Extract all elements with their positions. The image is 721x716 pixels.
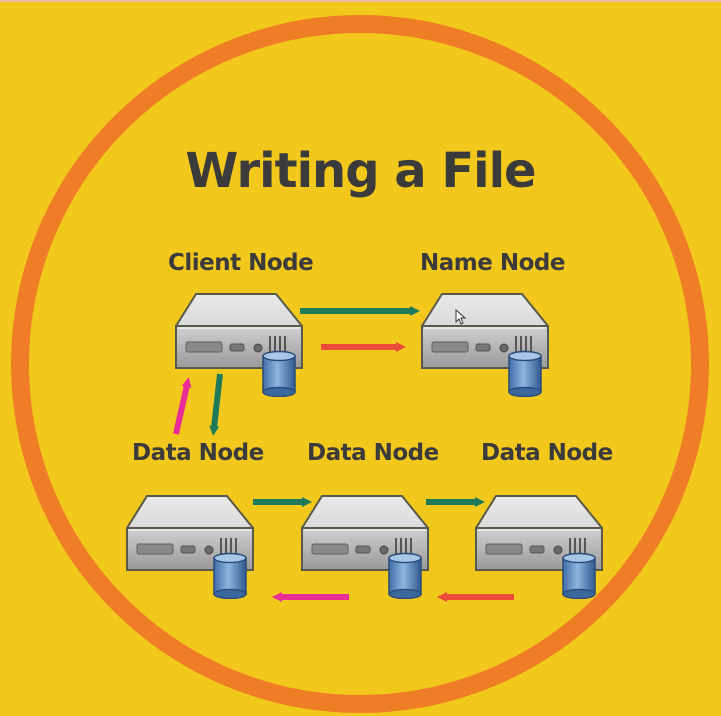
arrow-client-to-datanode — [214, 374, 220, 428]
arrow-datanode-to-client — [176, 385, 187, 434]
mouse-cursor-icon — [455, 309, 467, 325]
